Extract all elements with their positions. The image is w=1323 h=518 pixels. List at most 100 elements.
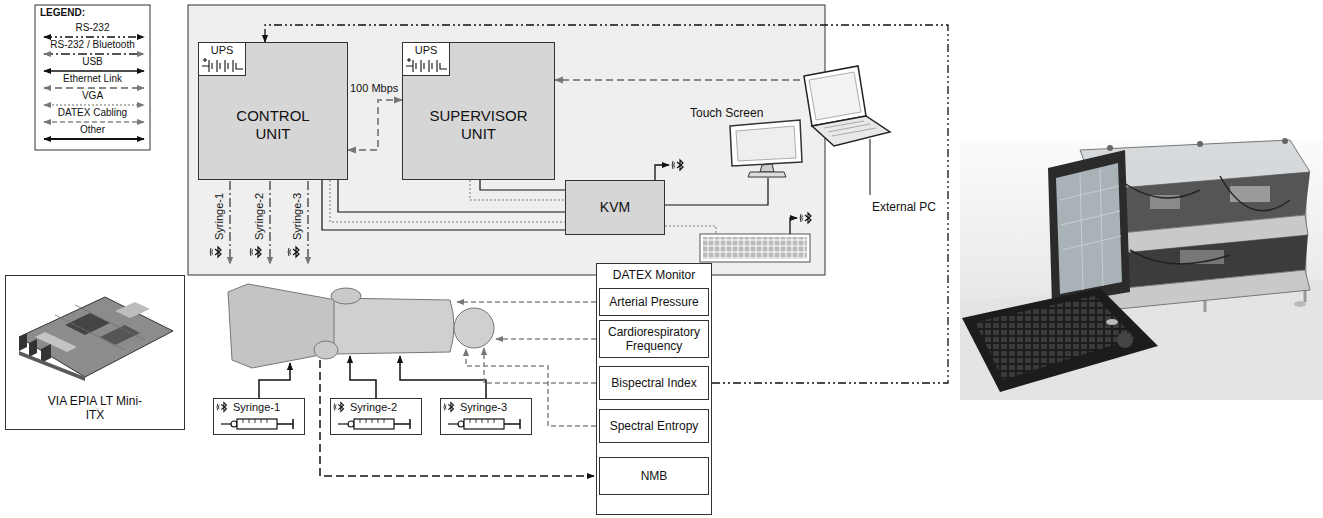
datex-cable [496, 338, 596, 340]
monitor-box: DATEX MonitorArterial PressureCardioresp… [596, 263, 712, 515]
node-text: UPS [199, 43, 245, 57]
drawing-polygon [19, 333, 27, 351]
drawing-path [824, 121, 876, 136]
ups-fill [402, 42, 450, 76]
legend-entry: USB [35, 56, 150, 68]
legend-frame [35, 5, 150, 150]
node-text: UPS [403, 43, 449, 57]
prototype-photo [960, 138, 1323, 400]
parameter-box: Spectral Entropy [599, 409, 709, 443]
legend-entry: Ethernet Link [35, 73, 150, 85]
drawing-line [44, 70, 144, 71]
parameter-box: Bispectral Index [599, 366, 709, 400]
connector [555, 79, 800, 81]
drawing-rect [1230, 186, 1270, 202]
control-unit-fill [198, 42, 348, 180]
datex-cable [466, 349, 596, 426]
syringe-box-fill [440, 398, 532, 435]
node-text: Arterial Pressure [609, 295, 698, 309]
bluetooth-icon [334, 403, 343, 412]
drawing-line [44, 53, 144, 55]
drawing-line [44, 121, 144, 123]
syringe-link-label: Syringe-1 [213, 193, 226, 240]
node-text: VIA EPIA LT Mini-ITX [47, 394, 143, 423]
drawing-polygon [809, 72, 861, 120]
drawing-polygon [730, 120, 802, 166]
ups-box: UPS [402, 42, 450, 76]
drawing-polygon [975, 296, 1135, 380]
node-text: Spectral Entropy [610, 419, 699, 433]
supervisor-unit-box: SUPERVISOR UNITUPS [402, 42, 555, 180]
leader-line [870, 139, 871, 195]
drawing-polygon [748, 172, 786, 177]
connector [338, 180, 565, 212]
drawing-rect [700, 234, 810, 262]
drawing-rect [960, 140, 1323, 400]
drawing-path [1060, 169, 1121, 290]
connector [665, 178, 768, 205]
battery-symbol [406, 58, 447, 72]
connector [348, 100, 402, 150]
legend-entry: VGA [35, 90, 150, 102]
drawing-ellipse [331, 288, 361, 304]
drawing-polygon [962, 288, 1158, 392]
drawing-path [55, 305, 145, 350]
drawing-polygon [41, 344, 51, 363]
board-box-fill [5, 275, 185, 430]
bluetooth-link [229, 181, 231, 264]
external-pc-icon: External PC [800, 62, 938, 217]
kvm-box: KVM [565, 180, 665, 235]
node-text: NMB [641, 469, 668, 483]
connector [322, 180, 565, 230]
syringe-pump-box: Syringe-2 [330, 398, 422, 435]
infusion-line [350, 356, 376, 398]
drawing-polygon [115, 302, 150, 318]
syringe-pump-box: Syringe-1 [213, 398, 305, 435]
parameter-box: NMB [599, 457, 709, 495]
drawing-circle [1197, 141, 1203, 147]
drawing-path [334, 298, 454, 354]
legend-entry: RS-232 / Bluetooth [35, 39, 150, 51]
syringe-box-fill [213, 398, 305, 435]
drawing-polygon [736, 126, 796, 161]
connector [265, 25, 948, 383]
drawing-polygon [29, 339, 37, 357]
drawing-polygon [760, 164, 774, 172]
drawing-polygon [1048, 150, 1130, 305]
bluetooth-icon [800, 213, 811, 223]
node-text: DATEX Monitor [597, 264, 711, 282]
bluetooth-icon [217, 403, 226, 412]
drawing-line [44, 36, 144, 37]
monitor-box-fill [596, 263, 712, 515]
laptop-icon [804, 66, 890, 195]
drawing-ellipse [1106, 319, 1118, 325]
drawing-line [44, 87, 144, 89]
drawing-line [44, 104, 144, 106]
drawing-ellipse [314, 341, 338, 359]
drawing-rect [703, 237, 807, 259]
drawing-polygon [100, 325, 140, 345]
drawing-ellipse [1294, 301, 1306, 307]
node-text: Syringe-3 [441, 399, 531, 414]
drawing-polygon [19, 297, 173, 377]
drawing-line [44, 138, 144, 140]
drawing-circle [1117, 332, 1133, 348]
syringe-link-label: Syringe-3 [291, 193, 304, 240]
node-text: Syringe-2 [331, 399, 421, 414]
drawing-polygon [19, 351, 85, 381]
drawing-polygon [1105, 270, 1310, 310]
kvm-fill [565, 180, 665, 235]
board-photo-box: VIA EPIA LT Mini-ITX [5, 275, 185, 430]
node-text: Cardiorespiratory Frequency [604, 325, 704, 354]
node-text: External PC [800, 200, 938, 214]
touch-screen-icon: Touch Screen [688, 106, 813, 178]
syringe-box-fill [330, 398, 422, 435]
ups-fill [198, 42, 246, 76]
monitor-icon [730, 120, 802, 177]
syringe-link-label: Syringe-2 [253, 193, 266, 240]
system-panel [188, 5, 825, 275]
connector [480, 180, 565, 190]
control-unit-box: CONTROL UNITUPS [198, 42, 348, 180]
bluetooth-icon [250, 247, 261, 257]
